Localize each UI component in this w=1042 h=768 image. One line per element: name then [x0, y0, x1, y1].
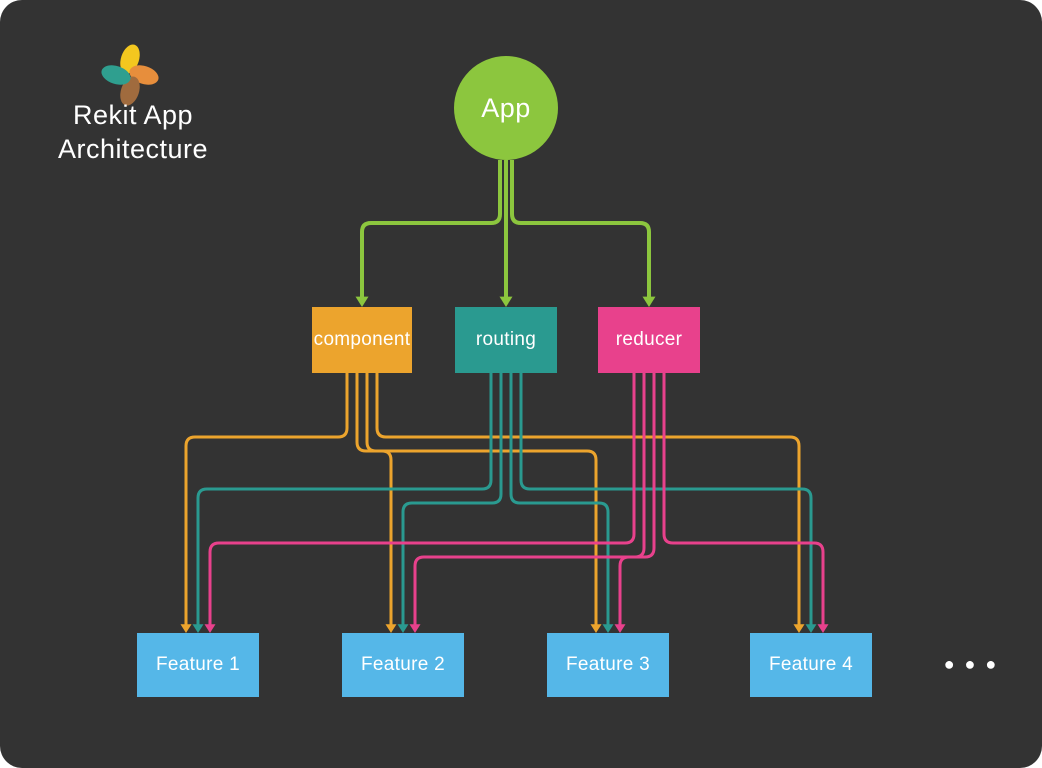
node-component: component	[312, 307, 412, 373]
node-routing: routing	[455, 307, 557, 373]
node-feature-2: Feature 2	[342, 633, 464, 697]
diagram-title: Rekit App Architecture	[28, 98, 238, 166]
node-reducer: reducer	[598, 307, 700, 373]
node-feature-4: Feature 4	[750, 633, 872, 697]
node-feature-3: Feature 3	[547, 633, 669, 697]
diagram-title-line2: Architecture	[57, 134, 209, 164]
diagram-title-line1: Rekit App	[72, 100, 194, 130]
rekit-logo	[99, 42, 161, 108]
rekit-logo-icon	[101, 44, 159, 106]
more-features-ellipsis: ●●●	[943, 654, 1007, 674]
node-feature-1: Feature 1	[137, 633, 259, 697]
logo-petal-teal-icon	[101, 65, 131, 85]
node-app: App	[454, 56, 558, 160]
